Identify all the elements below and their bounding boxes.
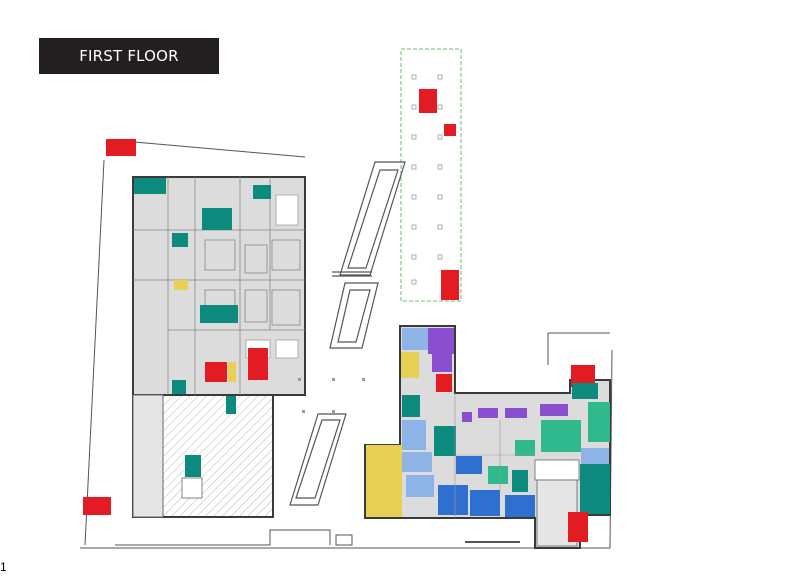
site-marker-south <box>83 497 111 515</box>
left-building <box>132 176 306 518</box>
right-building <box>364 325 611 549</box>
entrance-marker <box>335 534 353 546</box>
plaza-columns <box>298 378 365 413</box>
site-boundary <box>80 139 613 549</box>
floor-title: FIRST FLOOR <box>39 38 219 74</box>
ramps <box>289 161 406 506</box>
site-marker-north <box>106 139 136 156</box>
page-corner-mark: 1 <box>0 560 7 574</box>
north-parking <box>400 48 462 302</box>
